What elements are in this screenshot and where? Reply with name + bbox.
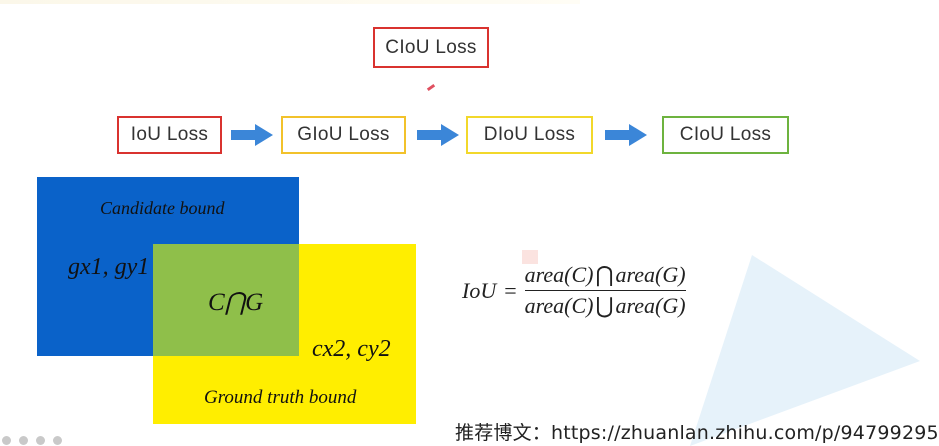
- corner1-label: gx1, gy1: [68, 254, 150, 280]
- flow-box-giou: GIoU Loss: [281, 116, 406, 154]
- intersection-label: C⋂G: [208, 289, 264, 316]
- toolbar-dot[interactable]: [2, 436, 11, 445]
- union-symbol: ⋃: [595, 293, 614, 319]
- intersection-symbol: ⋂: [595, 262, 614, 287]
- pink-mark: [522, 250, 538, 264]
- flow-label-iou: IoU Loss: [130, 124, 209, 145]
- iou-formula: IoU = area(C)⋂area(G) area(C)⋃area(G): [462, 262, 686, 319]
- numerator-right: area(G): [615, 262, 686, 287]
- flow-box-iou: IoU Loss: [117, 116, 222, 154]
- flow-label-ciou: CIoU Loss: [679, 124, 772, 145]
- denominator-right: area(G): [615, 293, 686, 319]
- flow-arrow-1: [231, 124, 273, 146]
- formula-denominator: area(C)⋃area(G): [525, 293, 686, 319]
- denominator-left: area(C): [524, 293, 594, 319]
- candidate-label: Candidate bound: [100, 198, 225, 218]
- flow-label-diou: DIoU Loss: [483, 124, 576, 145]
- formula-fraction: area(C)⋂area(G) area(C)⋃area(G): [524, 262, 686, 319]
- flow-arrow-2: [417, 124, 459, 146]
- watermark-triangle: [690, 255, 920, 446]
- formula-lhs: IoU: [462, 277, 497, 303]
- title-ciou-box: CIoU Loss: [373, 27, 489, 68]
- fraction-bar: [524, 290, 686, 292]
- cursor-mark: [426, 83, 436, 92]
- toolbar-dot[interactable]: [53, 436, 62, 445]
- flow-label-giou: GIoU Loss: [297, 124, 390, 145]
- corner2-label: cx2, cy2: [312, 336, 391, 362]
- source-link-text: 推荐博文：https://zhuanlan.zhihu.com/p/947992…: [455, 422, 939, 444]
- flow-arrow-3: [605, 124, 647, 146]
- title-ciou-label: CIoU Loss: [385, 36, 477, 58]
- intersection-region: [153, 244, 299, 356]
- formula-numerator: area(C)⋂area(G): [525, 262, 686, 288]
- formula-equals: =: [504, 277, 517, 303]
- toolbar-dot[interactable]: [19, 436, 28, 445]
- slide-toolbar: [2, 436, 62, 445]
- flow-box-ciou: CIoU Loss: [662, 116, 789, 154]
- flow-box-diou: DIoU Loss: [466, 116, 593, 154]
- numerator-left: area(C): [524, 262, 594, 287]
- top-strip: [0, 0, 580, 4]
- ground-truth-label: Ground truth bound: [204, 387, 357, 408]
- toolbar-dot[interactable]: [36, 436, 45, 445]
